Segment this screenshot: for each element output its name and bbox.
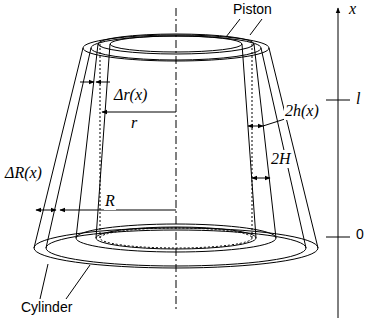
leader-line [250, 19, 262, 35]
piston-top-outer [98, 34, 254, 54]
axis-tick: l [355, 90, 361, 108]
dimension-label: R [104, 192, 116, 210]
axis-name: x [348, 0, 357, 18]
cylinder-top-inner [91, 36, 261, 60]
dimension-arrow [36, 210, 56, 211]
dimension-label: 2h(x) [284, 102, 320, 120]
part-name: Piston [232, 2, 273, 17]
dimension-label: r [130, 114, 138, 132]
axis-tick: 0 [355, 227, 365, 242]
radius-line [102, 112, 176, 113]
piston-top-inner [110, 36, 242, 52]
dimension-label: Δr(x) [113, 86, 148, 104]
dimension-arrow [252, 178, 270, 179]
dimension-label: ΔR(x) [4, 164, 43, 182]
leader-line [226, 19, 240, 37]
dimension-arrow [248, 126, 263, 127]
leader-line [66, 265, 90, 299]
part-name: Cylinder [20, 300, 73, 315]
radius-line [60, 210, 176, 211]
piston-bottom-inner [96, 227, 256, 249]
x-axis [338, 8, 339, 318]
piston-bottom-outer [76, 224, 276, 252]
leader-line [40, 264, 48, 299]
dimension-arrow [80, 82, 94, 83]
cylinder-top-outer [83, 35, 269, 61]
reference-line [252, 44, 253, 238]
dimension-label: 2H [270, 150, 292, 168]
reference-line [100, 44, 101, 238]
